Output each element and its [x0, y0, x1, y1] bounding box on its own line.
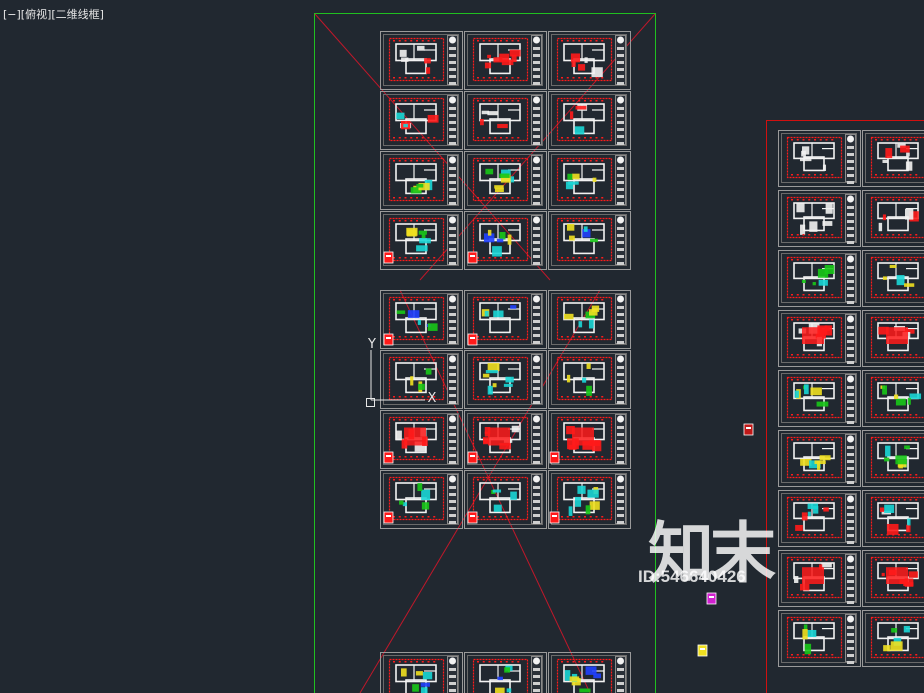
drawing-sheet[interactable]: [862, 310, 924, 367]
drawing-sheet[interactable]: [778, 550, 861, 607]
drawing-sheet[interactable]: [548, 652, 631, 693]
drawing-sheet[interactable]: [778, 490, 861, 547]
drawing-sheet[interactable]: [862, 610, 924, 667]
block-marker: [549, 511, 560, 524]
drawing-sheet[interactable]: [862, 370, 924, 427]
drawing-sheet[interactable]: [464, 290, 547, 349]
drawing-sheet[interactable]: [380, 652, 463, 693]
drawing-sheet[interactable]: [380, 91, 463, 150]
ucs-icon: YX: [366, 337, 437, 407]
drawing-sheet[interactable]: [464, 470, 547, 529]
ucs-y-label: Y: [367, 337, 376, 352]
block-marker: [467, 333, 478, 346]
block-marker: [383, 333, 394, 346]
drawing-sheet[interactable]: [862, 430, 924, 487]
ucs-x-label: X: [428, 391, 437, 406]
drawing-sheet[interactable]: [380, 410, 463, 469]
drawing-sheet[interactable]: [862, 190, 924, 247]
drawing-sheet[interactable]: [548, 211, 631, 270]
viewport-frame: [314, 13, 656, 693]
drawing-sheet[interactable]: [464, 91, 547, 150]
drawing-sheet[interactable]: [548, 91, 631, 150]
drawing-sheet[interactable]: [548, 151, 631, 210]
block-marker: [383, 251, 394, 264]
drawing-sheet[interactable]: [464, 31, 547, 90]
block-marker: [383, 451, 394, 464]
drawing-sheet[interactable]: [464, 652, 547, 693]
block-marker: [383, 511, 394, 524]
block-marker: [743, 423, 754, 436]
block-marker: [467, 511, 478, 524]
drawing-sheet[interactable]: [380, 151, 463, 210]
drawing-sheet[interactable]: [380, 350, 463, 409]
drawing-sheet[interactable]: [862, 550, 924, 607]
drawing-sheet[interactable]: [862, 490, 924, 547]
drawing-sheet[interactable]: [548, 410, 631, 469]
block-marker: [467, 251, 478, 264]
drawing-sheet[interactable]: [862, 250, 924, 307]
drawing-sheet[interactable]: [464, 350, 547, 409]
drawing-sheet[interactable]: [380, 211, 463, 270]
drawing-sheet[interactable]: [464, 410, 547, 469]
drawing-sheet[interactable]: [464, 211, 547, 270]
drawing-sheet[interactable]: [778, 430, 861, 487]
drawing-sheet[interactable]: [548, 470, 631, 529]
drawing-sheet[interactable]: [380, 31, 463, 90]
block-marker: [467, 451, 478, 464]
drawing-sheet[interactable]: [380, 290, 463, 349]
layout-frame-right: [766, 120, 924, 693]
drawing-sheet[interactable]: [548, 290, 631, 349]
drawing-sheet[interactable]: [778, 310, 861, 367]
drawing-sheet[interactable]: [380, 470, 463, 529]
block-marker: [706, 592, 717, 605]
drawing-sheet[interactable]: [548, 31, 631, 90]
watermark-id: ID:546640426: [638, 567, 746, 586]
drawing-sheet[interactable]: [778, 190, 861, 247]
viewport-controls-label[interactable]: [−][俯视][二维线框]: [3, 8, 104, 21]
drawing-sheet[interactable]: [778, 610, 861, 667]
drawing-sheet[interactable]: [464, 151, 547, 210]
drawing-sheet[interactable]: [778, 250, 861, 307]
drawing-sheet[interactable]: [548, 350, 631, 409]
watermark-logo: 知末: [648, 515, 776, 592]
drawing-sheet[interactable]: [778, 130, 861, 187]
block-marker: [697, 644, 708, 657]
block-marker: [549, 451, 560, 464]
drawing-sheet[interactable]: [862, 130, 924, 187]
drawing-sheet[interactable]: [778, 370, 861, 427]
